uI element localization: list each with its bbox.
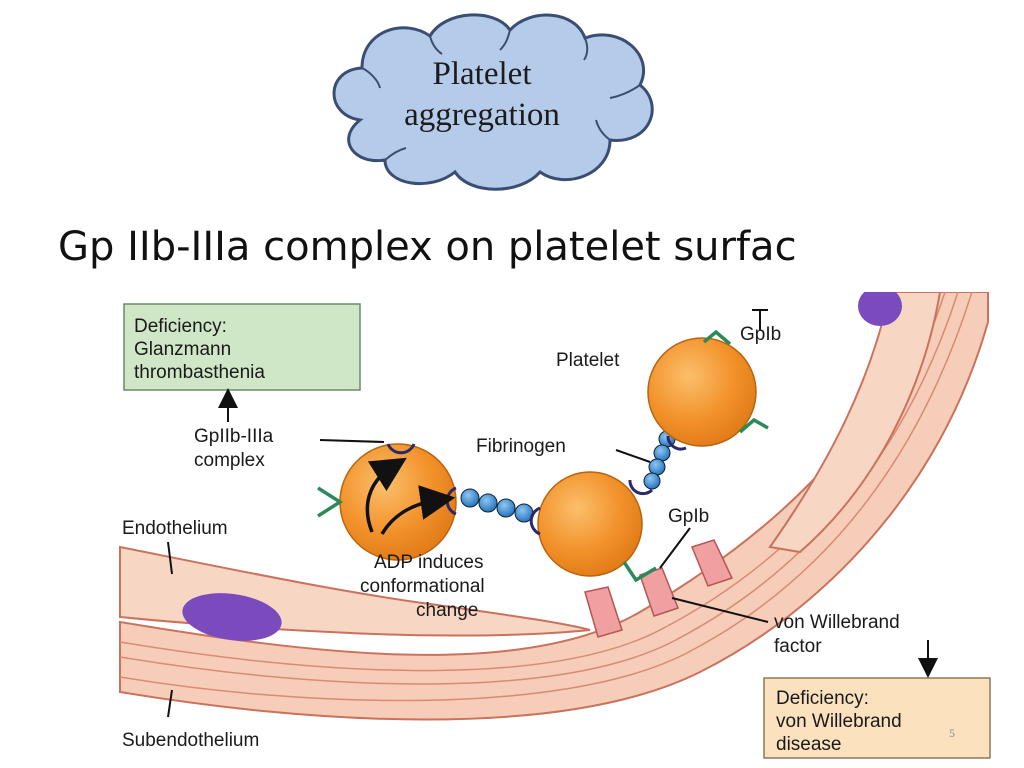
cloud-shape xyxy=(332,13,654,191)
endothelium-label: Endothelium xyxy=(122,518,228,539)
platelet-middle xyxy=(529,471,657,583)
nucleus-top-right xyxy=(858,292,902,326)
deficiency-top-line-1: Deficiency: xyxy=(134,316,227,337)
cloud-title-line-1: Platelet xyxy=(432,56,532,92)
deficiency-top-line-3: thrombasthenia xyxy=(134,362,265,383)
diagram: Deficiency: Glanzmann thrombasthenia Def… xyxy=(119,292,991,759)
endothelium-layer-right xyxy=(768,292,942,554)
deficiency-box-top: Deficiency: Glanzmann thrombasthenia xyxy=(123,303,361,391)
vwf-pegs xyxy=(584,539,734,638)
gp2b3a-label-line-1: GpIIb-IIIa xyxy=(194,426,274,447)
subendothelium-label: Subendothelium xyxy=(122,730,259,751)
cloud-outline xyxy=(332,13,654,191)
platelet-label: Platelet xyxy=(556,350,620,371)
fibrinogen-label: Fibrinogen xyxy=(476,436,566,457)
vwf-label-line-2: factor xyxy=(774,636,822,657)
platelet-top xyxy=(647,329,769,451)
fibrinogen-chain-horizontal xyxy=(460,488,534,523)
vessel-wall xyxy=(119,292,989,721)
cloud-title-line-2: aggregation xyxy=(404,97,560,133)
slide-number: 5 xyxy=(949,726,955,740)
adp-label-line-1: ADP induces xyxy=(374,552,484,573)
cloud-title: Platelet aggregation xyxy=(366,54,598,136)
gp2b3a-label-line-2: complex xyxy=(194,450,265,471)
fibrinogen-chain-vertical xyxy=(643,430,676,490)
nucleus-left xyxy=(182,593,282,641)
subendothelium-layer xyxy=(119,292,989,721)
deficiency-top-line-2: Glanzmann xyxy=(134,339,231,360)
deficiency-bottom-line-2: von Willebrand xyxy=(776,711,902,732)
vwf-label-line-1: von Willebrand xyxy=(774,612,900,633)
deficiency-bottom-line-1: Deficiency: xyxy=(776,688,869,709)
adp-label-line-3: change xyxy=(416,600,478,621)
arrows xyxy=(167,309,938,718)
slide-heading: Gp IIb-IIIa complex on platelet surfac xyxy=(58,224,797,270)
deficiency-bottom-line-3: disease xyxy=(776,734,842,755)
adp-label-line-2: conformational xyxy=(360,576,485,597)
gp1b-top-label: GpIb xyxy=(740,324,781,345)
platelet-left xyxy=(317,443,457,561)
gp1b-mid-label: GpIb xyxy=(668,506,709,527)
deficiency-box-bottom: Deficiency: von Willebrand disease xyxy=(763,677,991,759)
